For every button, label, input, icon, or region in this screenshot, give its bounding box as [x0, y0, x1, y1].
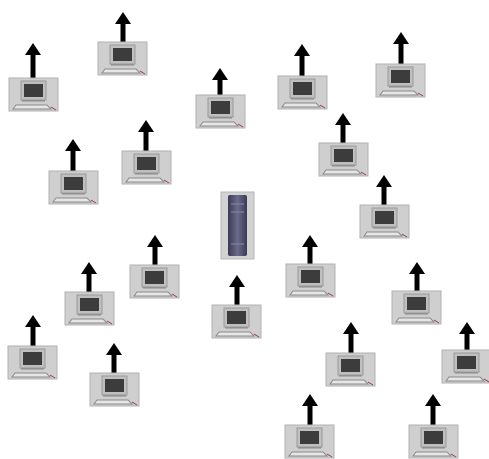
- arrow-up-icon: [65, 139, 81, 172]
- arrow-up-icon: [393, 32, 409, 65]
- arrow-up-icon: [212, 68, 228, 96]
- computer-nodes: [7, 12, 489, 459]
- desktop-computer-icon: [97, 41, 148, 76]
- arrow-up-icon: [335, 113, 351, 144]
- computer-node: [211, 275, 262, 339]
- arrow-up-icon: [81, 262, 97, 293]
- desktop-computer-icon: [441, 349, 489, 384]
- server-tower-icon: [220, 191, 255, 260]
- arrow-up-icon: [294, 44, 310, 77]
- arrow-up-icon: [302, 394, 318, 426]
- computer-node: [89, 343, 140, 407]
- arrow-up-icon: [138, 120, 154, 152]
- desktop-computer-icon: [318, 142, 369, 177]
- arrow-up-icon: [147, 235, 163, 266]
- arrow-up-icon: [25, 315, 41, 347]
- computer-node: [129, 235, 180, 299]
- desktop-computer-icon: [391, 290, 442, 325]
- computer-node: [8, 43, 59, 112]
- computer-node: [195, 68, 246, 129]
- computer-node: [391, 262, 442, 325]
- desktop-computer-icon: [7, 345, 58, 380]
- arrow-up-icon: [343, 322, 359, 354]
- computer-node: [325, 322, 376, 387]
- arrow-up-icon: [106, 343, 122, 374]
- desktop-computer-icon: [325, 352, 376, 387]
- arrow-up-icon: [409, 262, 425, 292]
- computer-node: [121, 120, 172, 185]
- computer-node: [48, 139, 99, 205]
- computer-node: [97, 12, 148, 76]
- computer-node: [284, 394, 335, 459]
- desktop-computer-icon: [408, 424, 459, 459]
- desktop-computer-icon: [64, 291, 115, 326]
- computer-node: [277, 44, 328, 110]
- arrow-up-icon: [229, 275, 245, 306]
- desktop-computer-icon: [277, 75, 328, 110]
- arrow-up-icon: [376, 175, 392, 206]
- desktop-computer-icon: [211, 304, 262, 339]
- desktop-computer-icon: [48, 170, 99, 205]
- desktop-computer-icon: [359, 204, 410, 239]
- computer-node: [359, 175, 410, 239]
- computer-node: [64, 262, 115, 326]
- computer-node: [7, 315, 58, 380]
- arrow-up-icon: [25, 43, 41, 79]
- desktop-computer-icon: [121, 150, 172, 185]
- desktop-computer-icon: [195, 94, 246, 129]
- desktop-computer-icon: [284, 424, 335, 459]
- arrow-up-icon: [459, 322, 475, 351]
- desktop-computer-icon: [8, 77, 59, 112]
- desktop-computer-icon: [375, 63, 426, 98]
- arrow-up-icon: [302, 235, 318, 265]
- computer-node: [318, 113, 369, 177]
- desktop-computer-icon: [89, 372, 140, 407]
- computer-node: [441, 322, 489, 384]
- arrow-up-icon: [115, 12, 131, 43]
- arrow-up-icon: [425, 394, 441, 426]
- computer-node: [285, 235, 336, 298]
- computer-node: [375, 32, 426, 98]
- desktop-computer-icon: [285, 263, 336, 298]
- desktop-computer-icon: [129, 264, 180, 299]
- computer-node: [408, 394, 459, 459]
